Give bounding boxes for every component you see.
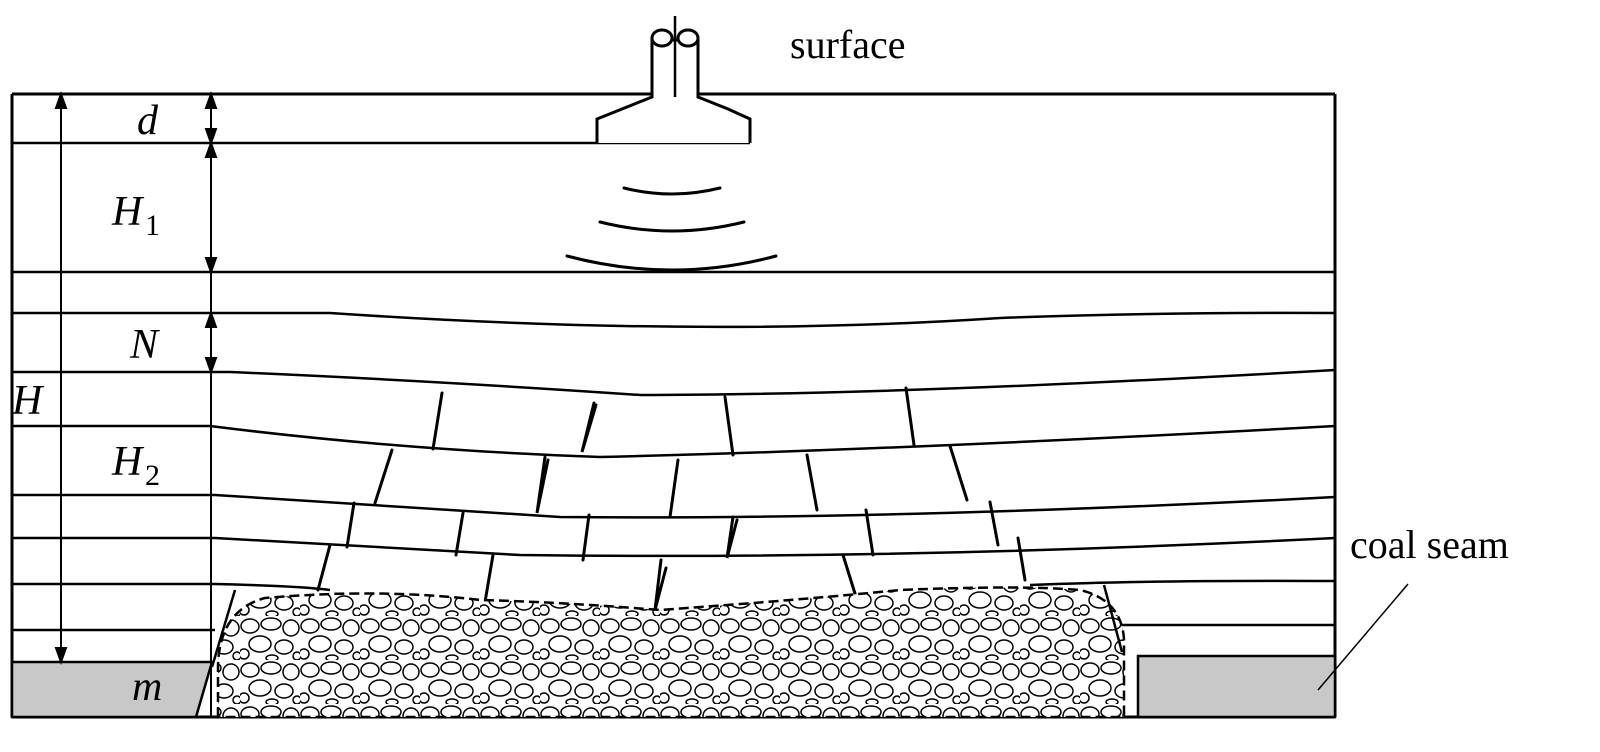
caved-zone	[210, 584, 1126, 719]
h1-label-subscript: 1	[145, 209, 160, 242]
n-label: N	[129, 322, 160, 368]
coal-seam-right	[1136, 654, 1337, 719]
coal-seam-left	[10, 660, 214, 719]
borehole-drill-icon	[595, 16, 752, 143]
h1-label-main: H	[111, 189, 145, 235]
caved-rubble	[216, 586, 1126, 719]
dimension-lines	[54, 91, 218, 717]
h2-label: H 2	[111, 439, 160, 492]
surface-label: surface	[790, 22, 905, 67]
signal-wave-icon	[565, 186, 778, 272]
coal-seam-blocks	[10, 654, 1337, 719]
h1-label: H 1	[111, 189, 160, 242]
broken-rock-blocks	[316, 386, 1027, 611]
d-label: d	[137, 98, 159, 144]
h-label: H	[11, 378, 45, 424]
m-label: m	[132, 664, 162, 710]
subsided-strata-lines	[12, 311, 1336, 632]
h2-label-main: H	[111, 439, 145, 485]
coal-seam-leader	[1317, 583, 1409, 691]
coal-seam-label: coal seam	[1350, 522, 1509, 567]
h2-label-subscript: 2	[145, 459, 160, 492]
